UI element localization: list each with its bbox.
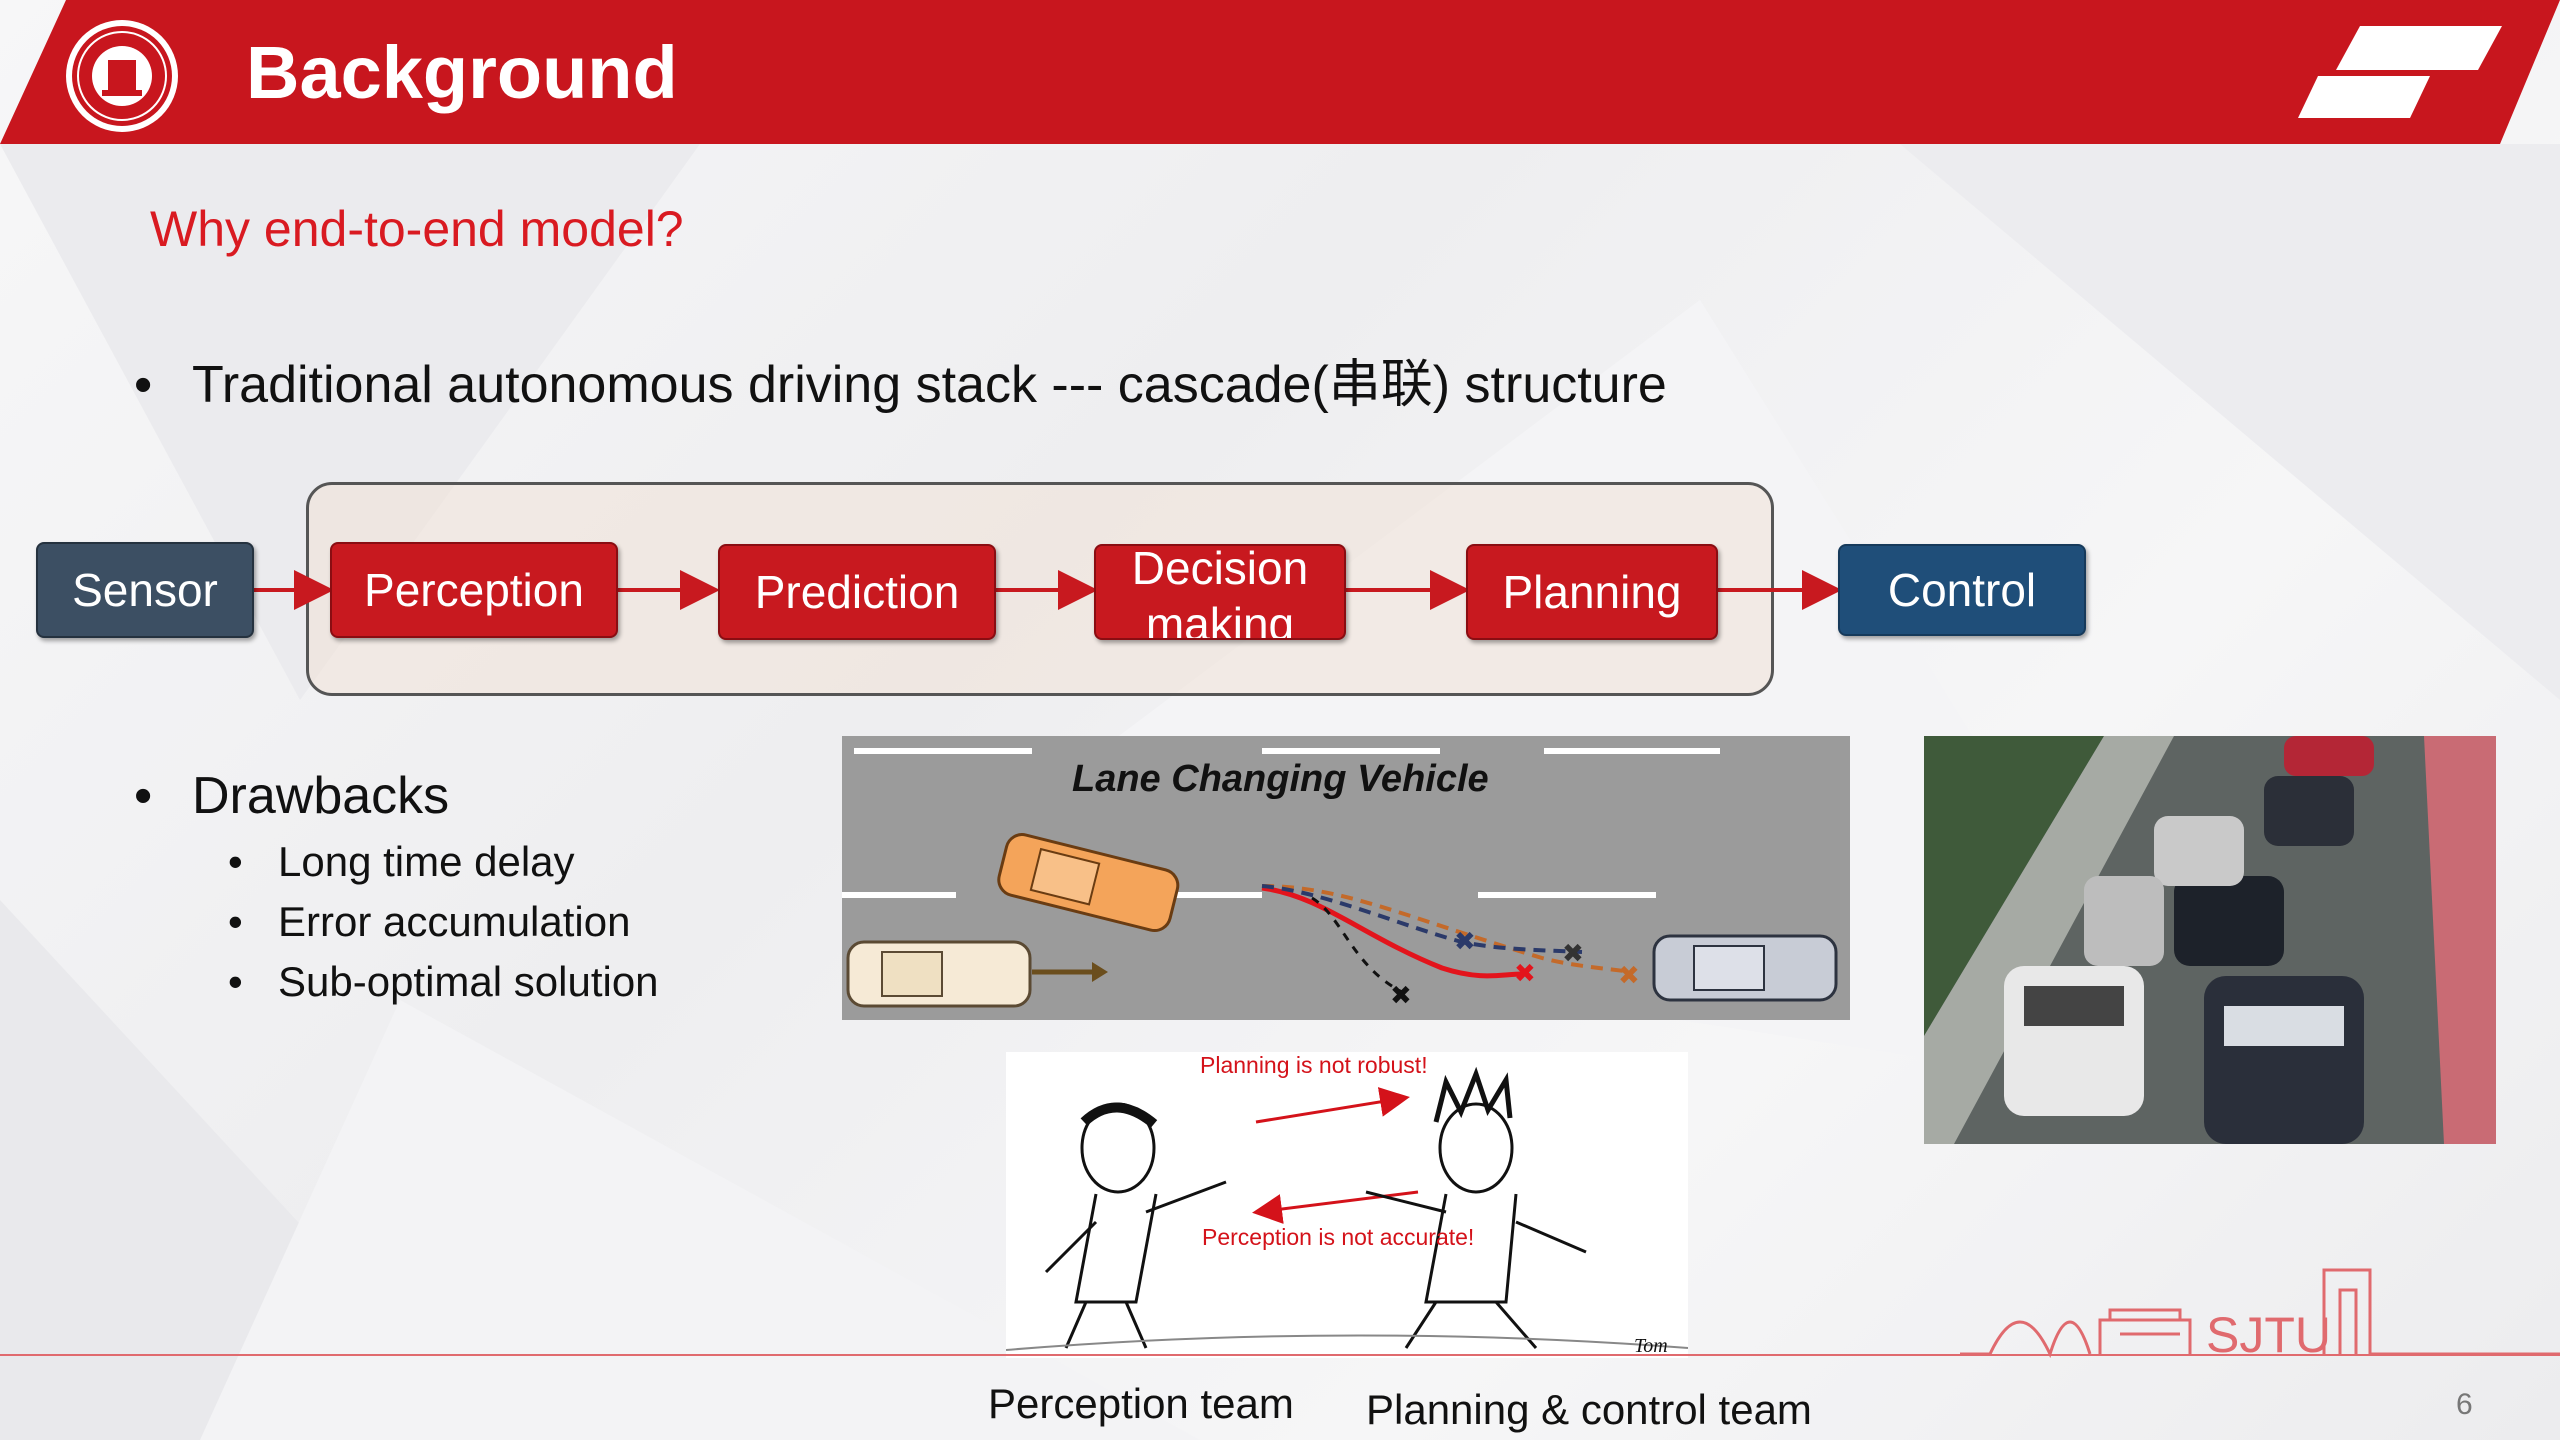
node-prediction: Prediction bbox=[718, 544, 996, 640]
footer-divider bbox=[0, 1354, 2560, 1356]
bullet-dot: • bbox=[134, 356, 153, 414]
drawback-item: •Long time delay bbox=[228, 838, 575, 885]
predicted-trajectory-3 bbox=[1311, 896, 1403, 994]
bullet-traditional-stack: • Traditional autonomous driving stack --… bbox=[134, 342, 1667, 417]
university-seal-logo bbox=[66, 20, 178, 132]
drawback-item-text: Sub-optimal solution bbox=[278, 958, 659, 1005]
planning-not-robust-label: Planning is not robust! bbox=[1200, 1052, 1428, 1078]
node-decision-line1: Decision bbox=[1131, 544, 1309, 594]
svg-text:✖: ✖ bbox=[1390, 980, 1412, 1010]
svg-text:✖: ✖ bbox=[1454, 926, 1476, 956]
sjtu-footer-logo: SJTU bbox=[1960, 1268, 2560, 1363]
header-banner bbox=[0, 0, 2560, 144]
cartoon-signature: Tom bbox=[1634, 1335, 1668, 1357]
perception-not-accurate-label: Perception is not accurate! bbox=[1202, 1224, 1475, 1250]
bullet-text: Traditional autonomous driving stack ---… bbox=[192, 356, 1667, 414]
ego-car bbox=[846, 940, 1108, 1008]
node-prediction-label: Prediction bbox=[754, 566, 960, 618]
planning-person bbox=[1365, 1066, 1587, 1349]
lane-change-drawing: ✖ ✖ ✖ ✖ ✖ bbox=[842, 748, 1838, 1010]
node-decision-line2: making bbox=[1145, 598, 1295, 640]
svg-text:✖: ✖ bbox=[1562, 938, 1584, 968]
true-trajectory bbox=[1261, 885, 1523, 979]
node-perception: Perception bbox=[330, 542, 618, 638]
node-control: Control bbox=[1838, 544, 2086, 636]
page-title: Background bbox=[246, 31, 678, 114]
node-planning: Planning bbox=[1466, 544, 1718, 640]
section-question: Why end-to-end model? bbox=[150, 201, 684, 257]
lane-changing-car bbox=[997, 833, 1180, 933]
page-number: 6 bbox=[2456, 1388, 2473, 1421]
perception-person bbox=[1044, 1102, 1227, 1349]
node-control-label: Control bbox=[1887, 564, 2037, 616]
sjtu-logo-text: SJTU bbox=[2206, 1307, 2331, 1363]
node-planning-label: Planning bbox=[1502, 566, 1682, 618]
traffic-photo-drawing bbox=[1924, 736, 2496, 1144]
node-perception-label: Perception bbox=[364, 564, 584, 616]
svg-text:✖: ✖ bbox=[1514, 958, 1536, 988]
lane-change-illustration: ✖ ✖ ✖ ✖ ✖ Lane Changing Vehicle bbox=[842, 736, 1850, 1020]
team-argument-cartoon: Tom Planning is not robust! Perception i… bbox=[1006, 1052, 1688, 1358]
node-sensor: Sensor bbox=[36, 542, 254, 638]
drawback-item-text: Error accumulation bbox=[278, 898, 631, 945]
lead-car bbox=[1652, 934, 1838, 1002]
cartoon-drawing: Tom bbox=[1006, 1066, 1688, 1357]
predicted-trajectory-2 bbox=[1261, 884, 1583, 954]
lane-change-title: Lane Changing Vehicle bbox=[1072, 758, 1489, 800]
drawback-item-text: Long time delay bbox=[278, 838, 575, 885]
node-sensor-label: Sensor bbox=[72, 564, 218, 616]
perception-team-label: Perception team bbox=[988, 1380, 1294, 1427]
bullet-drawbacks: • Drawbacks bbox=[134, 766, 449, 826]
predicted-trajectory-1 bbox=[1261, 884, 1633, 974]
planning-control-team-label: Planning & control team bbox=[1366, 1386, 1812, 1433]
bullet-dot: • bbox=[134, 767, 153, 825]
traffic-jam-photo bbox=[1924, 736, 2496, 1144]
svg-text:✖: ✖ bbox=[1618, 960, 1640, 990]
drawbacks-title: Drawbacks bbox=[192, 767, 450, 825]
drawback-item: •Error accumulation bbox=[228, 898, 631, 945]
drawback-item: •Sub-optimal solution bbox=[228, 958, 659, 1005]
